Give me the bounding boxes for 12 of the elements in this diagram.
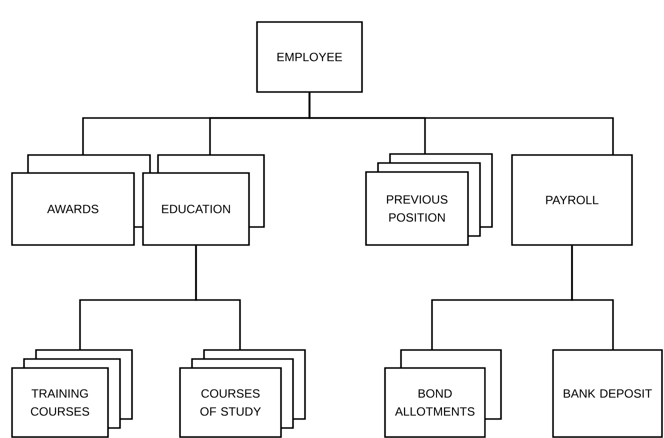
- stacked-box: AWARDS: [11, 154, 151, 246]
- connector: [195, 246, 241, 350]
- stacked-box: BOND ALLOTMENTS: [384, 349, 502, 438]
- stacked-box: EDUCATION: [142, 154, 265, 246]
- stacked-box: PREVIOUS POSITION: [365, 153, 493, 246]
- record-box: EMPLOYEE: [256, 21, 363, 93]
- connector: [308, 92, 614, 155]
- record-box: BANK DEPOSIT: [552, 349, 663, 438]
- stacked-box: TRAINING COURSES: [11, 349, 133, 438]
- stacked-box: COURSES OF STUDY: [179, 349, 306, 438]
- connector: [571, 246, 614, 350]
- record-box: PAYROLL: [511, 154, 633, 246]
